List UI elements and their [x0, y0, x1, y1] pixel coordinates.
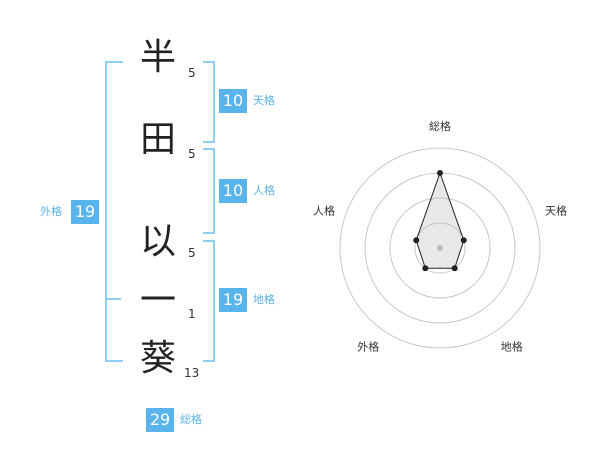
- name-char-5: 葵: [139, 338, 176, 379]
- radar-axis-label-0: 総格: [429, 119, 451, 133]
- stroke-count-3: 5: [188, 246, 196, 260]
- radar-ring-4: [339, 147, 541, 349]
- name-char-1: 半: [139, 37, 176, 78]
- jinkaku-bracket: [203, 148, 215, 234]
- soukaku-label: 総格: [180, 413, 202, 426]
- radar-point-3: [422, 265, 429, 272]
- gaikaku-bracket-divider: [105, 298, 121, 300]
- stroke-count-2: 5: [188, 147, 196, 161]
- radar-point-0: [437, 170, 443, 176]
- stroke-count-1: 5: [188, 66, 196, 80]
- radar-point-4: [413, 237, 420, 244]
- radar-axis-label-4: 人格: [313, 203, 335, 217]
- tenkaku-value: 10: [219, 89, 247, 113]
- radar-point-2: [451, 265, 458, 272]
- radar-ring-1: [414, 222, 466, 274]
- radar-series-polygon: [415, 171, 465, 269]
- stroke-count-4: 1: [188, 307, 196, 321]
- stroke-count-5: 13: [184, 366, 200, 380]
- tenkaku-label: 天格: [253, 94, 275, 107]
- chikaku-bracket: [203, 240, 215, 362]
- tenkaku-bracket: [203, 61, 215, 143]
- gaikaku-bracket: [105, 61, 123, 362]
- name-char-3: 以: [139, 221, 176, 262]
- gaikaku-value: 19: [71, 200, 99, 224]
- gaikaku-label: 外格: [40, 205, 62, 218]
- name-char-2: 田: [139, 119, 176, 160]
- radar-center-dot: [437, 245, 443, 251]
- jinkaku-value: 10: [219, 179, 247, 203]
- soukaku-value: 29: [146, 408, 174, 432]
- chikaku-value: 19: [219, 288, 247, 312]
- jinkaku-label: 人格: [253, 184, 275, 197]
- radar-axis-label-3: 外格: [357, 340, 379, 354]
- chikaku-label: 地格: [253, 293, 275, 306]
- radar-point-1: [460, 237, 467, 244]
- radar-axis-label-2: 地格: [501, 340, 523, 354]
- radar-axis-label-1: 天格: [545, 203, 567, 217]
- name-char-4: 一: [139, 280, 176, 321]
- radar-ring-2: [389, 197, 491, 299]
